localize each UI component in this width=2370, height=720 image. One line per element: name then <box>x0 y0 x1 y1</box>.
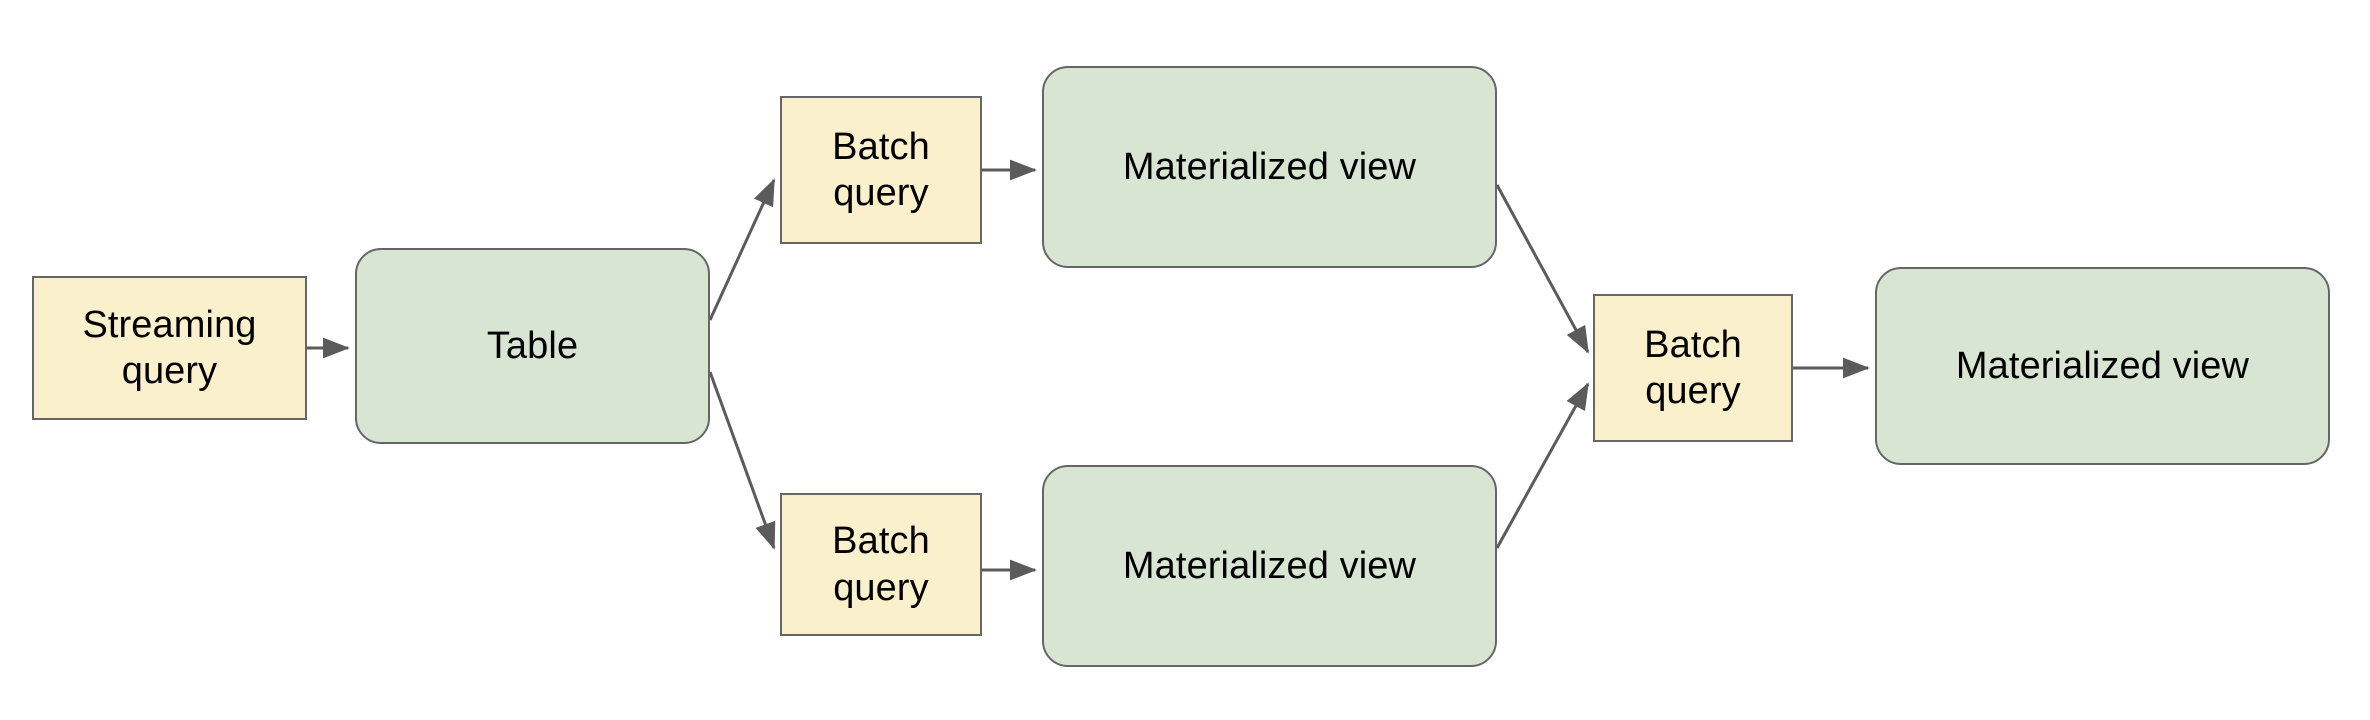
node-batch-query-right[interactable]: Batch query <box>1593 294 1793 442</box>
node-batch-query-right-label: Batch query <box>1644 323 1742 412</box>
node-streaming-query-label: Streaming query <box>82 303 257 392</box>
node-materialized-view-bottom-label: Materialized view <box>1122 544 1417 587</box>
node-streaming-query[interactable]: Streaming query <box>32 276 307 420</box>
node-batch-query-top[interactable]: Batch query <box>780 96 982 244</box>
node-materialized-view-right-label: Materialized view <box>1955 344 2250 387</box>
node-materialized-view-top[interactable]: Materialized view <box>1042 66 1497 268</box>
node-batch-query-bottom-label: Batch query <box>832 520 930 609</box>
node-materialized-view-bottom[interactable]: Materialized view <box>1042 465 1497 667</box>
node-table-label: Table <box>486 324 579 367</box>
edge-table-to-batch-query-bottom <box>708 371 776 550</box>
node-materialized-view-top-label: Materialized view <box>1122 145 1417 188</box>
node-materialized-view-right[interactable]: Materialized view <box>1875 267 2330 465</box>
edge-materialized-view-bottom-to-batch-query-right <box>1495 382 1590 549</box>
node-batch-query-bottom[interactable]: Batch query <box>780 493 982 636</box>
edge-table-to-batch-query-top <box>708 178 776 321</box>
node-table[interactable]: Table <box>355 248 710 444</box>
edge-materialized-view-top-to-batch-query-right <box>1495 184 1590 354</box>
node-batch-query-top-label: Batch query <box>832 125 930 214</box>
